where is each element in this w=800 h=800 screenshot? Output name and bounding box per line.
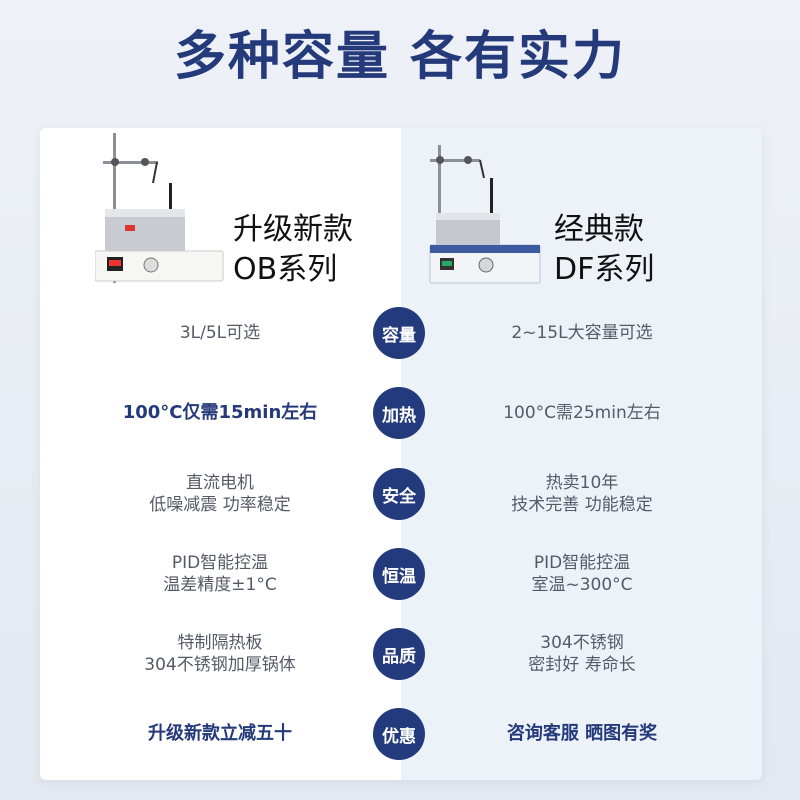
row-heating: 100°C仅需15min左右 加热 100°C需25min左右 [40,383,762,443]
comparison-card: 升级新款 OB系列 经典款 DF系列 3L/5L可选 容量 2~15L大容量可选… [40,128,762,780]
df-product-name: 经典款 DF系列 [554,212,655,287]
heating-badge: 加热 [373,387,425,439]
df-quality-cell: 304不锈钢密封好 寿命长 [528,633,636,675]
row-thermostat: PID智能控温温差精度±1°C 恒温 PID智能控温室温~300°C [40,544,762,604]
df-safety-cell: 热卖10年技术完善 功能稳定 [511,473,653,515]
ob-safety-cell: 直流电机低噪减震 功率稳定 [149,473,291,515]
df-capacity-cell: 2~15L大容量可选 [511,323,653,343]
row-discount: 升级新款立减五十 优惠 咨询客服 晒图有奖 [40,704,762,764]
df-thermostat-cell: PID智能控温室温~300°C [531,553,633,595]
discount-badge: 优惠 [373,708,425,760]
ob-thermostat-cell: PID智能控温温差精度±1°C [163,553,277,595]
ob-discount-cell: 升级新款立减五十 [148,723,292,744]
thermostat-badge: 恒温 [373,548,425,600]
safety-badge: 安全 [373,468,425,520]
page-title: 多种容量 各有实力 [173,27,627,87]
df-heating-cell: 100°C需25min左右 [503,403,661,423]
df-discount-cell: 咨询客服 晒图有奖 [506,723,658,744]
quality-badge: 品质 [373,628,425,680]
ob-capacity-cell: 3L/5L可选 [179,323,261,343]
stirrer-heater-df-icon [429,145,541,284]
capacity-badge: 容量 [373,307,425,359]
stirrer-heater-ob-icon [95,133,224,283]
row-safety: 直流电机低噪减震 功率稳定 安全 热卖10年技术完善 功能稳定 [40,464,762,524]
row-capacity: 3L/5L可选 容量 2~15L大容量可选 [40,303,762,363]
ob-product-name: 升级新款 OB系列 [233,212,353,287]
ob-column-panel [40,128,401,780]
ob-heating-cell: 100°C仅需15min左右 [122,402,318,423]
